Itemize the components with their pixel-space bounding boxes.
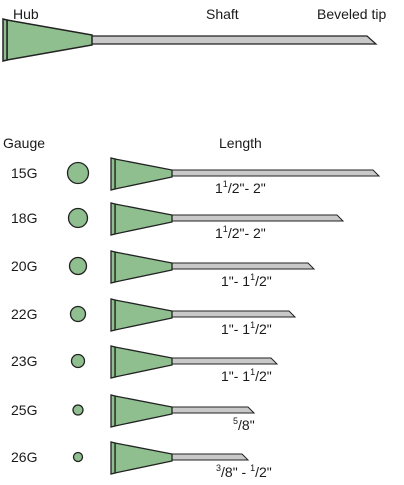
- length-superscript: 1: [223, 179, 228, 189]
- gauge-label: 20G: [11, 258, 37, 274]
- needle-row: 23G 1"- 11/2": [11, 345, 279, 384]
- length-text: /2"- 2": [228, 180, 266, 196]
- gauge-label: 22G: [11, 306, 37, 322]
- length-text: /8": [238, 417, 255, 433]
- length-label: 1"- 11/2": [221, 320, 272, 337]
- length-label: 3/8" - 1/2": [216, 463, 272, 480]
- length-text: /2"- 2": [228, 225, 266, 241]
- anatomy-hub: [6, 19, 93, 61]
- needle-shaft: [167, 406, 256, 414]
- length-text: /2": [255, 321, 272, 337]
- needle-shaft: [167, 169, 381, 177]
- gauge-label: 26G: [11, 449, 37, 465]
- anatomy-hub-rim: [2, 18, 8, 62]
- gauge-circle: [72, 404, 84, 416]
- hub-label: Hub: [13, 6, 39, 22]
- needle-shaft: [167, 214, 345, 222]
- length-superscript: 1: [250, 463, 255, 473]
- needle-shaft: [167, 262, 316, 270]
- length-superscript: 3: [216, 463, 221, 473]
- needle-hub-rim: [110, 202, 116, 236]
- length-superscript: 1: [250, 272, 255, 282]
- needle-hub-rim: [110, 250, 116, 284]
- gauge-circle: [72, 451, 84, 463]
- gauge-circle: [70, 353, 86, 369]
- length-text: /8" -: [221, 464, 250, 480]
- anatomy-shaft: [87, 35, 378, 45]
- length-text: 1: [215, 180, 223, 196]
- needle-row: 18G 11/2"- 2": [11, 202, 345, 241]
- length-label: 11/2"- 2": [215, 179, 266, 196]
- needle-hub: [114, 346, 173, 378]
- length-superscript: 1: [250, 320, 255, 330]
- needle-hub: [114, 442, 173, 474]
- gauge-label: 23G: [11, 353, 37, 369]
- needle-hub-rim: [110, 157, 116, 191]
- gauge-header: Gauge: [3, 135, 45, 151]
- needle-row: 25G 5/8": [11, 394, 256, 433]
- gauge-circle: [67, 207, 89, 229]
- gauge-label: 25G: [11, 402, 37, 418]
- gauge-circle: [68, 256, 88, 276]
- length-label: 1"- 11/2": [221, 272, 272, 289]
- length-superscript: 5: [233, 416, 238, 426]
- anatomy-needle: [2, 18, 378, 62]
- needle-hub: [114, 251, 173, 283]
- gauge-label: 15G: [11, 165, 37, 181]
- length-text: /2": [255, 464, 272, 480]
- tip-label: Beveled tip: [317, 6, 386, 22]
- shaft-label: Shaft: [206, 6, 239, 22]
- length-text: 1"- 1: [221, 273, 250, 289]
- needle-shaft: [167, 453, 250, 461]
- needle-hub: [114, 395, 173, 427]
- needle-hub: [114, 158, 173, 190]
- length-superscript: 1: [223, 224, 228, 234]
- length-label: 1"- 11/2": [221, 367, 272, 384]
- length-label: 5/8": [233, 416, 255, 433]
- needle-row: 15G 11/2"- 2": [11, 157, 381, 196]
- needle-hub-rim: [110, 441, 116, 475]
- length-text: /2": [255, 368, 272, 384]
- needle-hub: [114, 299, 173, 331]
- length-text: 1"- 1: [221, 321, 250, 337]
- length-text: /2": [255, 273, 272, 289]
- gauge-circle: [69, 305, 87, 323]
- needle-hub-rim: [110, 394, 116, 428]
- length-header: Length: [219, 135, 262, 151]
- gauge-label: 18G: [11, 210, 37, 226]
- needle-hub: [114, 203, 173, 235]
- needle-row: 20G 1"- 11/2": [11, 250, 316, 289]
- length-text: 1: [215, 225, 223, 241]
- length-superscript: 1: [250, 367, 255, 377]
- needle-hub-rim: [110, 298, 116, 332]
- needle-row: 26G 3/8" - 1/2": [11, 441, 272, 480]
- gauge-circle: [66, 161, 90, 185]
- length-label: 11/2"- 2": [215, 224, 266, 241]
- needle-row: 22G 1"- 11/2": [11, 298, 297, 337]
- length-text: 1"- 1: [221, 368, 250, 384]
- needle-shaft: [167, 357, 279, 365]
- needle-shaft: [167, 310, 297, 318]
- needle-hub-rim: [110, 345, 116, 379]
